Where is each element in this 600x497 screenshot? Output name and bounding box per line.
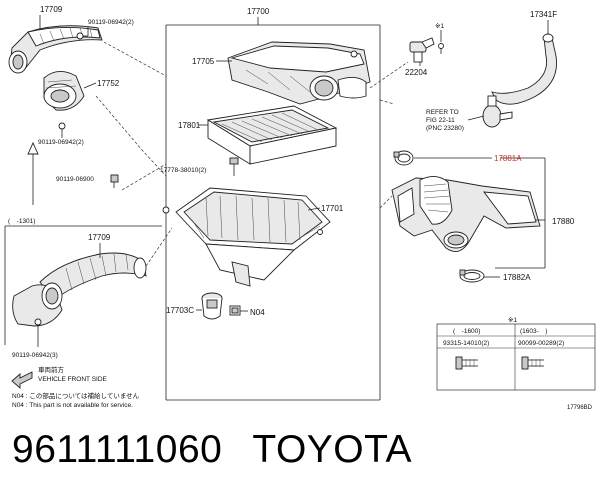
label-17705: 17705 (192, 57, 215, 66)
label-pnc: (PNC 23280) (426, 125, 464, 132)
label-17701: 17701 (321, 204, 344, 213)
brand-name: TOYOTA (252, 428, 413, 471)
front-arrow-icon (11, 371, 33, 389)
air-cleaner-cover-17705 (227, 41, 371, 105)
label-note-jp: N04 : この部品については補給していません (12, 391, 140, 400)
screw-icon (455, 356, 478, 370)
label-17882A: 17882A (503, 273, 531, 282)
airflow-sensor-22204 (409, 37, 435, 63)
intake-hose-17880 (391, 176, 541, 253)
label-note-en: N04 : This part is not available for ser… (12, 402, 133, 409)
part-caption: 9611111060 TOYOTA (12, 428, 412, 472)
hose-17341F (491, 33, 558, 105)
bolt-icon (58, 122, 66, 134)
valve-23280 (482, 95, 513, 128)
clamp-17882A (459, 269, 485, 283)
parts-diagram: 17709 17700 90119-06942(2) 17752 17705 2… (4, 5, 596, 411)
part-number: 9611111060 (12, 428, 223, 471)
label-17703C: 17703C (166, 306, 194, 315)
clamp-17881A (393, 150, 414, 166)
label-17341F: 17341F (530, 10, 557, 19)
screw-icon (438, 43, 444, 54)
label-17778: 17778-38010(2) (160, 167, 206, 174)
label-asterisk-1: ※1 (435, 23, 444, 30)
label-17801: 17801 (178, 121, 201, 130)
bolt-icon (76, 32, 88, 40)
label-17709-top: 17709 (40, 5, 63, 14)
label-90119-06942-top: 90119-06942(2) (88, 19, 134, 26)
label-17700: 17700 (247, 7, 270, 16)
intake-pipe-17752 (43, 71, 85, 111)
label-refer-to: REFER TO (426, 109, 459, 116)
label-range-left: ( -1301) (8, 218, 35, 225)
bracket-17880 (495, 157, 546, 269)
bolt-icon (34, 318, 42, 326)
label-17881A: 17881A (494, 154, 522, 163)
label-90119-06942-mid: 90119-06942(2) (38, 139, 84, 146)
table-col1-part: 93315-14010(2) (443, 340, 489, 347)
label-front-en: VEHICLE FRONT SIDE (38, 376, 108, 383)
label-22204: 22204 (405, 68, 428, 77)
label-N04: N04 (250, 308, 265, 317)
grommet-N04 (229, 305, 241, 316)
label-90119-06900: 90119-06900 (56, 176, 94, 183)
label-17752: 17752 (97, 79, 120, 88)
table-marker: ※1 (508, 317, 517, 324)
bolt-icon (229, 157, 239, 176)
label-17880: 17880 (552, 217, 575, 226)
up-arrow-icon (27, 141, 39, 205)
intake-duct-17709-bottom (12, 252, 147, 327)
table-col2-range: (1603- ) (520, 328, 547, 335)
screw-icon (521, 356, 544, 370)
range-bracket (4, 225, 162, 345)
table-col2-part: 90099-00289(2) (518, 340, 564, 347)
label-diagram-code: 17796BD (567, 405, 593, 411)
air-cleaner-case-17701 (162, 187, 331, 287)
variant-table (436, 323, 596, 391)
label-fig: FIG 22-11 (426, 117, 455, 124)
label-90119-06942-3: 90119-06942(3) (12, 352, 58, 359)
label-17709-bottom: 17709 (88, 233, 111, 242)
label-front-jp: 車両前方 (38, 365, 65, 374)
bolt-icon (110, 174, 119, 188)
dashed-connectors (95, 41, 409, 267)
drain-valve-17703C (201, 292, 223, 320)
air-filter-17801 (206, 105, 338, 165)
table-col1-range: ( -1600) (453, 328, 480, 335)
